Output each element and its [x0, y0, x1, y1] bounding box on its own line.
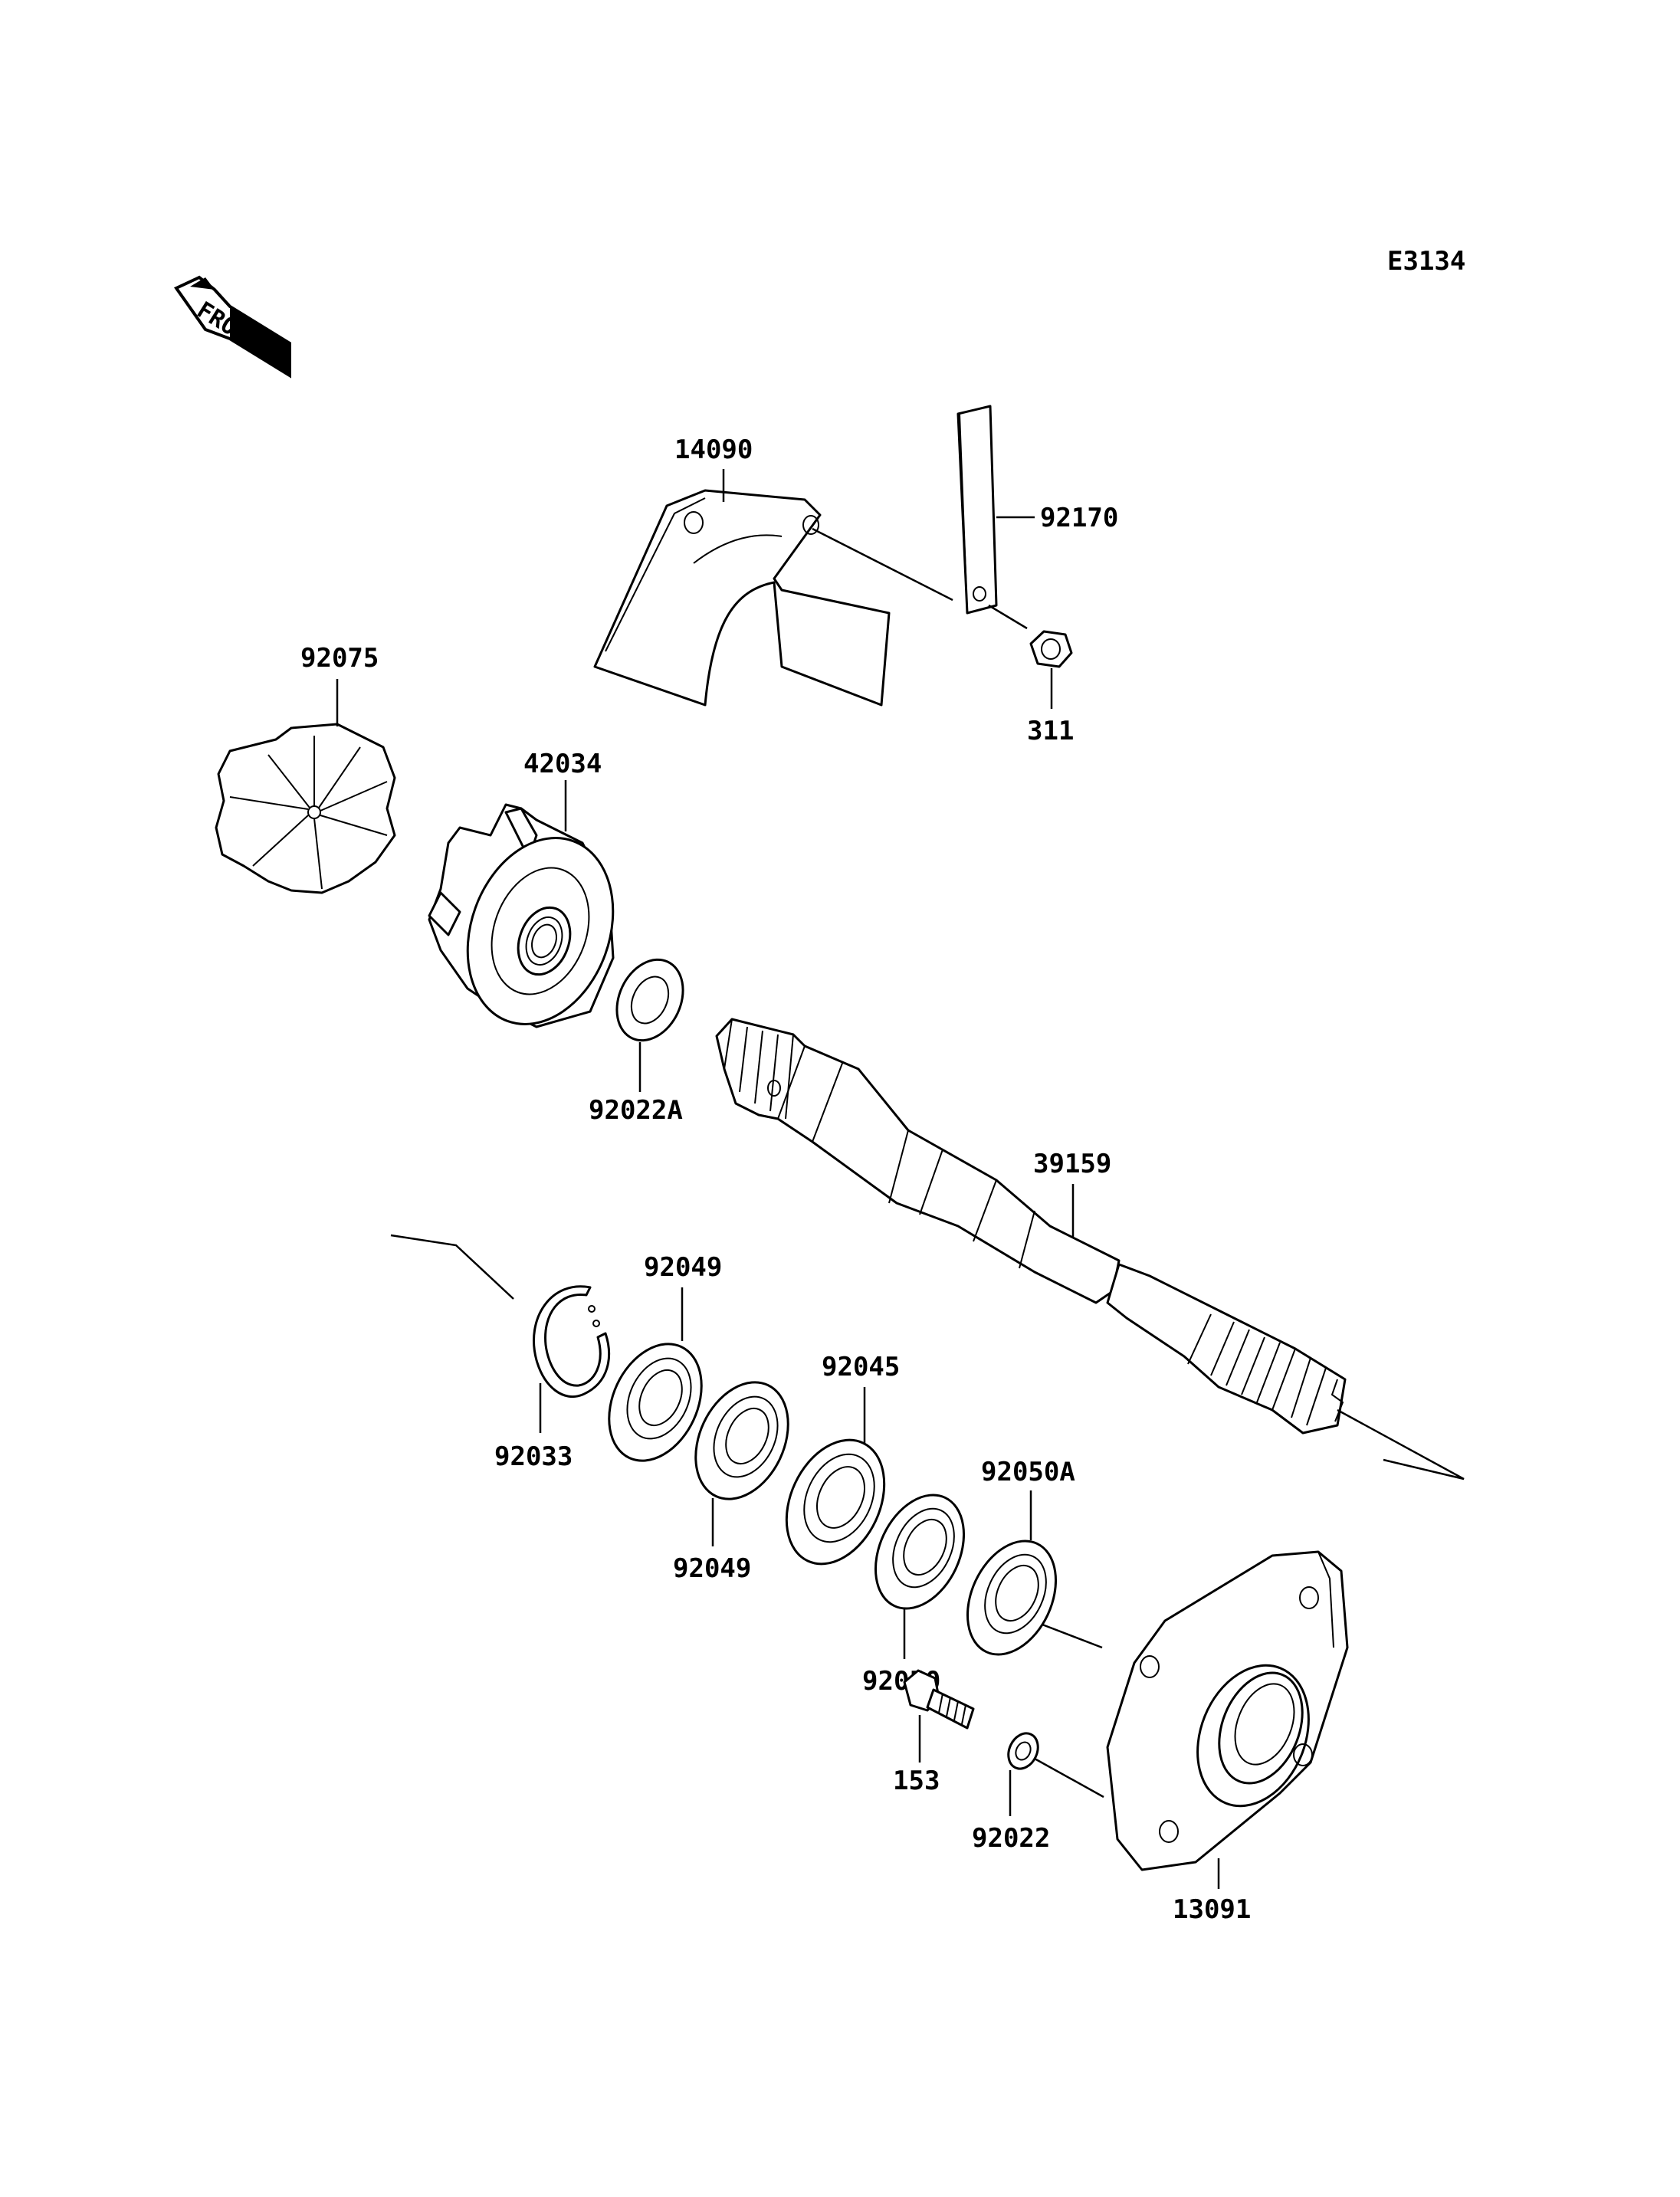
bearing-92049-upper-part — [608, 1343, 703, 1462]
part-label-92022: 92022 — [972, 1823, 1050, 1854]
part-label-92049-upper: 92049 — [644, 1252, 722, 1283]
washer-part — [615, 958, 684, 1042]
part-label-311: 311 — [1027, 716, 1074, 746]
nut-part — [1029, 630, 1073, 668]
part-label-42034: 42034 — [523, 749, 602, 779]
part-label-92022A: 92022A — [589, 1095, 683, 1126]
part-label-13091: 13091 — [1173, 1894, 1251, 1925]
rubber-damper-part — [215, 723, 396, 894]
part-label-92050A: 92050A — [981, 1457, 1075, 1487]
strap-part — [956, 405, 998, 615]
oil-seal-92050A-part — [966, 1540, 1058, 1656]
cover-guard-part — [593, 489, 891, 707]
part-label-39159: 39159 — [1033, 1149, 1111, 1179]
front-arrow-icon: FRONT — [173, 275, 291, 379]
part-label-14090: 14090 — [674, 434, 753, 465]
bolt-part — [903, 1669, 975, 1730]
part-label-92033: 92033 — [494, 1441, 573, 1472]
diagram-code: E3134 — [1387, 246, 1465, 277]
drive-shaft-part — [715, 1018, 1347, 1435]
part-label-92049-lower: 92049 — [673, 1553, 751, 1584]
coupling-part — [428, 803, 615, 1028]
part-label-153: 153 — [893, 1766, 940, 1796]
bearing-housing-part — [1106, 1550, 1349, 1871]
part-label-92075: 92075 — [300, 643, 379, 674]
bearing-92045-part — [785, 1438, 886, 1566]
bearing-92049-lower-part — [694, 1381, 789, 1500]
part-label-92170: 92170 — [1040, 503, 1118, 533]
circlip-part — [533, 1285, 611, 1399]
oil-seal-92050-part — [874, 1494, 966, 1610]
part-label-92045: 92045 — [822, 1352, 900, 1382]
washer-92022-part — [1007, 1732, 1039, 1770]
